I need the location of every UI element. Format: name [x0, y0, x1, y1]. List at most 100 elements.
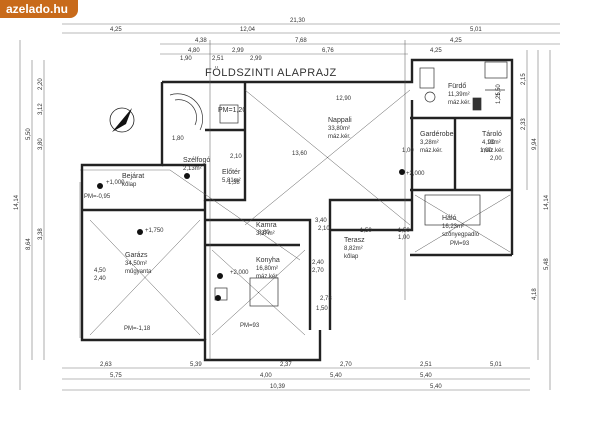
room-label-haloszoba: Háló — [442, 215, 457, 222]
level-konyha-point: +2,000 — [230, 270, 249, 276]
dimension-right: 5,48 — [544, 258, 550, 270]
dimension-top: 7,68 — [295, 38, 307, 44]
dimension-right: 2,15 — [521, 73, 527, 85]
room-label-nappali: Nappali — [328, 117, 352, 124]
dimension-inner: 2,00 — [490, 156, 502, 162]
dimension-right: 9,94 — [532, 138, 538, 150]
dimension-inner: 1,00 — [480, 148, 492, 154]
dimension-bottom: 5,75 — [110, 373, 122, 379]
dimension-right: 1,50 — [496, 84, 502, 96]
room-label-szelelo: 2,13m² — [183, 166, 202, 172]
dimension-top: 12,04 — [240, 27, 256, 33]
room-label-terasz: Terasz — [344, 237, 365, 244]
level-nappali: +2,000 — [406, 171, 425, 177]
dimension-left: 8,64 — [26, 238, 32, 250]
dimension-left: 5,50 — [26, 128, 32, 140]
level-konyha: PM=93 — [240, 323, 260, 329]
dimension-right: 14,14 — [544, 194, 550, 210]
dimension-inner: 90 — [488, 140, 495, 146]
dimension-inner: 2,78 — [320, 296, 332, 302]
dimension-top: 6,76 — [322, 48, 334, 54]
dimension-inner: 2,70 — [312, 268, 324, 274]
room-label-konyha: máz.kér. — [256, 274, 279, 280]
dimension-left: 2,20 — [38, 78, 44, 90]
dimension-bottom: 5,40 — [420, 373, 432, 379]
room-label-garazs: Garázs — [125, 252, 148, 259]
room-label-garderobe: máz.kér. — [420, 148, 443, 154]
dimension-inner: 1,50 — [360, 228, 372, 234]
dimension-right: 4,18 — [532, 288, 538, 300]
room-label-haloszoba: szőnyegpadló — [442, 232, 480, 238]
dimension-right: 1,25 — [496, 92, 502, 104]
dimension-top: 2,99 — [250, 56, 262, 62]
room-label-terasz: kőlap — [344, 254, 359, 260]
dimension-bottom: 10,39 — [270, 384, 286, 390]
dimension-inner: 2,40 — [94, 276, 106, 282]
dimension-inner: 1,80 — [172, 136, 184, 142]
dimension-bottom: 5,40 — [430, 384, 442, 390]
dimension-top: 4,38 — [195, 38, 207, 44]
room-label-kamra: 3,37m² — [256, 231, 275, 237]
fixtures — [169, 61, 508, 307]
room-label-furdo: máz.kér. — [448, 100, 471, 106]
plan-title: FÖLDSZINTI ALAPRAJZ — [205, 67, 337, 79]
dimension-inner: 1,38 — [228, 180, 240, 186]
level-garazs-point: +1,750 — [145, 228, 164, 234]
dimension-inner: 1,00 — [398, 235, 410, 241]
level-halo: PM=93 — [450, 241, 470, 247]
level-garazs: PM=-1,18 — [124, 326, 151, 332]
construction-lines — [89, 40, 511, 360]
dimension-left: 14,14 — [14, 194, 20, 210]
dimension-inner: 4,50 — [94, 268, 106, 274]
dimension-top: 1,90 — [180, 56, 192, 62]
room-label-garazs: 34,50m² — [125, 261, 147, 267]
room-label-tarolo: máz.kér. — [482, 148, 505, 154]
watermark-badge: azelado.hu — [0, 0, 79, 18]
dimension-inner: 1,50 — [398, 228, 410, 234]
walls — [80, 58, 514, 362]
north-arrow-icon — [109, 107, 135, 133]
room-label-tarolo: Tároló — [482, 131, 502, 138]
dimension-top: 21,30 — [290, 18, 306, 24]
room-label-bejarat: kőlap — [122, 182, 137, 188]
room-label-garderobe: 3,28m² — [420, 140, 439, 146]
dimension-left: 3,12 — [38, 103, 44, 115]
dimension-top: 2,51 — [212, 56, 224, 62]
dimension-inner: 1,00 — [402, 148, 414, 154]
room-label-furdo: 11,39m² — [448, 92, 470, 98]
room-labels: Fürdő11,39m²máz.kér.Gardérobe3,28m²máz.k… — [122, 83, 505, 280]
level-bejarat: PM=-0,95 — [84, 194, 111, 200]
dimension-bottom: 2,70 — [340, 362, 352, 368]
dimension-bottom: 2,37 — [280, 362, 292, 368]
room-label-eloter: 5,81m² — [222, 178, 241, 184]
dimension-inner: 2,40 — [312, 260, 324, 266]
level-markers — [97, 169, 405, 301]
dimension-top: 4,25 — [430, 48, 442, 54]
dimension-bottom: 2,63 — [100, 362, 112, 368]
dimension-top: 4,25 — [450, 38, 462, 44]
dimension-inner: 3,40 — [315, 218, 327, 224]
dimension-inner: 2,10 — [230, 154, 242, 160]
dimension-bottom: 5,01 — [490, 362, 502, 368]
room-label-garazs: műgyanta — [125, 269, 152, 275]
room-label-furdo: Fürdő — [448, 83, 466, 90]
level-bejarat-point: +1,000 — [106, 180, 125, 186]
room-label-szelelo: Szélfogó — [183, 157, 210, 164]
dimension-lines — [19, 23, 560, 391]
room-label-tarolo: 4,13m² — [482, 140, 501, 146]
room-label-bejarat: Bejárat — [122, 173, 144, 180]
room-label-lepcso: PM=1,20 — [218, 107, 246, 114]
dimension-inner: 1,50 — [316, 306, 328, 312]
room-label-nappali: 33,80m² — [328, 126, 350, 132]
dimension-bottom: 2,51 — [420, 362, 432, 368]
dimension-bottom: 5,39 — [190, 362, 202, 368]
room-label-haloszoba: 16,23m² — [442, 224, 464, 230]
room-label-eloter: Előtér — [222, 169, 241, 176]
dimension-top: 5,01 — [470, 27, 482, 33]
room-label-konyha: 16,80m² — [256, 266, 278, 272]
dimension-left: 3,38 — [38, 228, 44, 240]
dimension-top: 2,99 — [232, 48, 244, 54]
room-label-kamra: Kamra — [256, 222, 277, 229]
